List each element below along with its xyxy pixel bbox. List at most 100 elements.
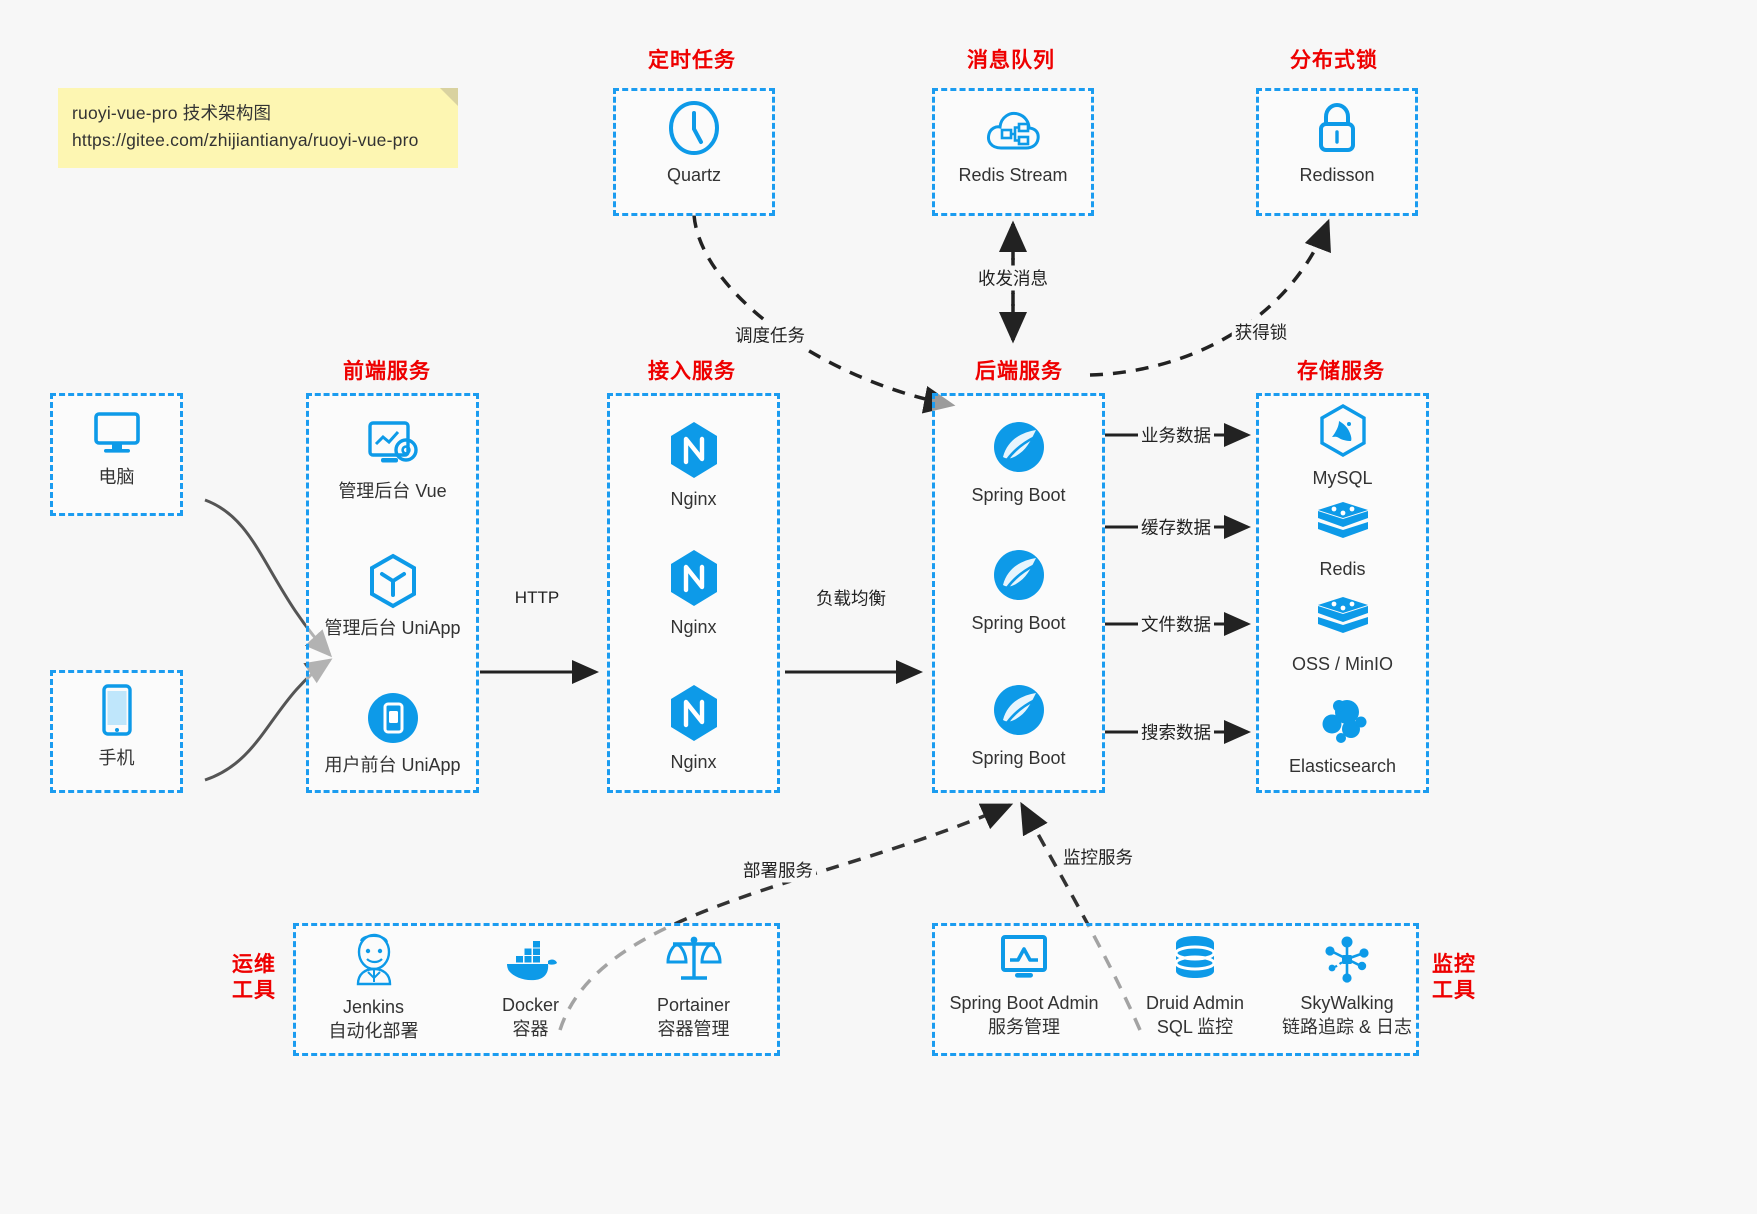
desktop-icon <box>93 412 140 453</box>
node-sublabel: 链路追踪 & 日志 <box>1281 1017 1412 1038</box>
group-title-gateway: 接入服务 <box>648 360 736 383</box>
node-label: 管理后台 Vue <box>338 481 447 501</box>
node-elasticsearch[interactable]: Elasticsearch <box>1256 695 1429 778</box>
node-label: Redis Stream <box>958 165 1068 185</box>
edge-label-file-data: 文件数据 <box>1138 611 1214 637</box>
dashboard-icon <box>367 421 418 463</box>
node-label: Spring Boot <box>971 485 1066 505</box>
node-admin-vue[interactable]: 管理后台 Vue <box>306 420 479 503</box>
group-title-monitor-line2: 工具 <box>1432 979 1476 1003</box>
note-fold-corner <box>440 88 458 106</box>
storage-stack-icon <box>1317 597 1368 633</box>
group-title-devops-line1: 运维 <box>232 953 276 976</box>
edge-label-load-balance: 负载均衡 <box>813 585 889 611</box>
node-admin-uniapp[interactable]: 管理后台 UniApp <box>306 553 479 640</box>
group-title-devops: 运维 工具 <box>232 952 276 1005</box>
node-label: Docker <box>501 995 559 1015</box>
node-label: Spring Boot <box>971 613 1066 633</box>
node-skywalking[interactable]: SkyWalking 链路追踪 & 日志 <box>1272 934 1422 1040</box>
node-label: 电脑 <box>98 467 135 487</box>
node-label: 管理后台 UniApp <box>324 618 461 638</box>
node-label: 用户前台 UniApp <box>324 755 461 775</box>
mobile-icon <box>101 684 132 736</box>
jenkins-icon <box>356 933 391 986</box>
node-label: OSS / MinIO <box>1291 654 1394 674</box>
group-title-lock: 分布式锁 <box>1290 49 1378 72</box>
group-title-monitor-line1: 监控 <box>1432 953 1476 976</box>
node-redis[interactable]: Redis <box>1256 500 1429 581</box>
node-sublabel: 服务管理 <box>988 1017 1060 1038</box>
cloud-queue-icon <box>987 111 1040 150</box>
edge-label-schedule-task: 调度任务 <box>732 322 808 348</box>
node-nginx-2[interactable]: Nginx <box>607 548 780 639</box>
edge-get-lock <box>1089 218 1331 377</box>
note-line-title: ruoyi-vue-pro 技术架构图 <box>72 103 272 123</box>
group-monitor <box>932 923 1419 1056</box>
edge-label-search-data: 搜索数据 <box>1138 719 1214 745</box>
group-mq <box>932 88 1094 216</box>
nginx-icon <box>670 685 717 741</box>
node-label: Redisson <box>1299 165 1375 185</box>
group-title-scheduler: 定时任务 <box>648 49 736 72</box>
nginx-icon <box>670 422 717 478</box>
node-nginx-1[interactable]: Nginx <box>607 420 780 511</box>
node-oss[interactable]: OSS / MinIO <box>1256 595 1429 676</box>
node-label: 手机 <box>98 748 135 768</box>
clock-icon <box>669 101 719 155</box>
monitor-chart-icon <box>1001 935 1047 978</box>
nginx-icon <box>670 550 717 606</box>
node-springboot-3[interactable]: Spring Boot <box>932 681 1105 770</box>
node-sublabel: 容器管理 <box>657 1019 730 1040</box>
node-springboot-1[interactable]: Spring Boot <box>932 418 1105 507</box>
node-sublabel: 自动化部署 <box>328 1021 419 1042</box>
node-label: MySQL <box>1312 468 1373 488</box>
elasticsearch-icon <box>1322 700 1366 743</box>
node-druid-admin[interactable]: Druid Admin SQL 监控 <box>1120 934 1270 1040</box>
mobile-app-icon <box>367 693 418 743</box>
node-nginx-3[interactable]: Nginx <box>607 683 780 774</box>
cube-icon <box>369 553 416 609</box>
node-label: Portainer <box>656 995 731 1015</box>
node-sublabel: 容器 <box>512 1019 549 1040</box>
group-storage <box>1256 393 1429 793</box>
node-label: Elasticsearch <box>1288 756 1397 776</box>
edge-label-monitor-service: 监控服务 <box>1060 844 1136 870</box>
node-label: Quartz <box>666 165 722 185</box>
group-title-storage: 存储服务 <box>1297 360 1385 383</box>
spring-icon <box>993 422 1044 472</box>
edge-label-cache-data: 缓存数据 <box>1138 514 1214 540</box>
node-label: Spring Boot <box>971 748 1066 768</box>
edge-label-biz-data: 业务数据 <box>1138 422 1214 448</box>
node-redisson[interactable]: Redisson <box>1256 100 1418 187</box>
node-label: Jenkins <box>342 997 405 1017</box>
node-jenkins[interactable]: Jenkins 自动化部署 <box>300 932 447 1044</box>
scales-icon <box>665 936 722 980</box>
node-label: Spring Boot Admin <box>949 993 1099 1013</box>
node-label: Redis <box>1319 559 1366 579</box>
node-springboot-2[interactable]: Spring Boot <box>932 546 1105 635</box>
node-docker[interactable]: Docker 容器 <box>457 938 604 1042</box>
node-user-uniapp[interactable]: 用户前台 UniApp <box>306 690 479 777</box>
node-quartz[interactable]: Quartz <box>613 100 775 187</box>
database-icon <box>1174 936 1216 978</box>
spring-icon <box>993 685 1044 735</box>
node-sublabel: SQL 监控 <box>1156 1017 1234 1038</box>
node-label: SkyWalking <box>1300 993 1394 1013</box>
node-spring-boot-admin[interactable]: Spring Boot Admin 服务管理 <box>940 934 1108 1040</box>
node-label: Nginx <box>670 617 717 637</box>
node-mysql[interactable]: MySQL <box>1256 403 1429 490</box>
mysql-icon <box>1319 404 1366 457</box>
group-title-backend: 后端服务 <box>975 360 1063 383</box>
edge-label-mq-messages: 收发消息 <box>975 265 1051 291</box>
node-redis-stream[interactable]: Redis Stream <box>932 104 1094 187</box>
node-label: Nginx <box>670 752 717 772</box>
network-node-icon <box>1325 936 1369 983</box>
note-line-url: https://gitee.com/zhijiantianya/ruoyi-vu… <box>72 130 419 151</box>
node-label: Nginx <box>670 489 717 509</box>
node-phone[interactable]: 手机 <box>50 683 183 770</box>
node-computer[interactable]: 电脑 <box>50 408 183 489</box>
node-portainer[interactable]: Portainer 容器管理 <box>620 932 767 1042</box>
edge-label-deploy-service: 部署服务 <box>740 857 816 883</box>
redis-icon <box>1317 502 1368 538</box>
